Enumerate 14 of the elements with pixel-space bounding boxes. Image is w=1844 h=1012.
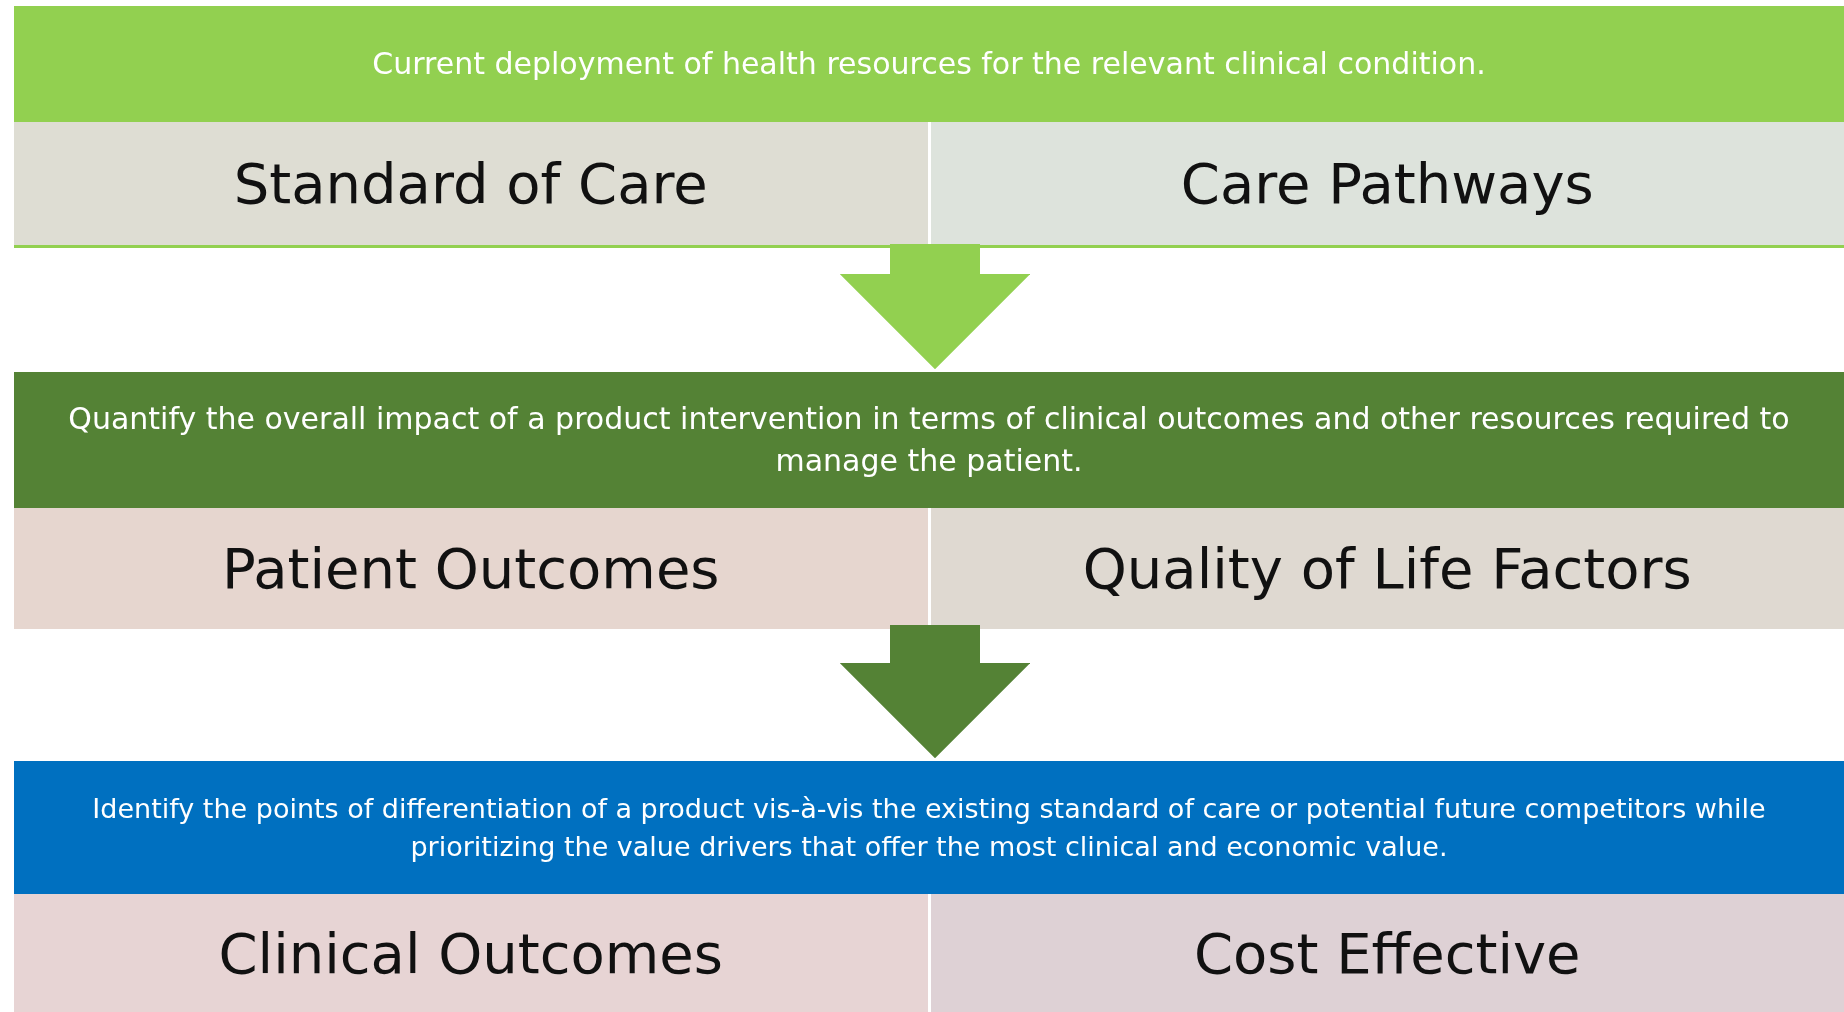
block-arrow (839, 625, 1031, 759)
category-cell: Care Pathways (930, 122, 1844, 245)
block-arrow (839, 244, 1031, 370)
category-cell: Clinical Outcomes (14, 894, 931, 1012)
band-text: Identify the points of differentiation of a product vis-à-vis the existing standard of care or potential future competitors while prioritizing the value drivers that offer the most clinical and economic value. (91, 791, 1767, 864)
section-panel (14, 6, 1844, 248)
category-cell: Cost Effective (930, 894, 1844, 1012)
category-cell: Quality of Life Factors (930, 508, 1844, 629)
band-text: Current deployment of health resources for the relevant clinical condition. (372, 45, 1486, 83)
band-text: Quantify the overall impact of a product intervention in terms of clinical outcomes and other resources required to manage the patient. (67, 400, 1791, 480)
category-cell: Standard of Care (14, 122, 931, 245)
category-cell: Patient Outcomes (14, 508, 931, 629)
section-panel (14, 761, 1844, 1012)
section-panel (14, 372, 1844, 629)
